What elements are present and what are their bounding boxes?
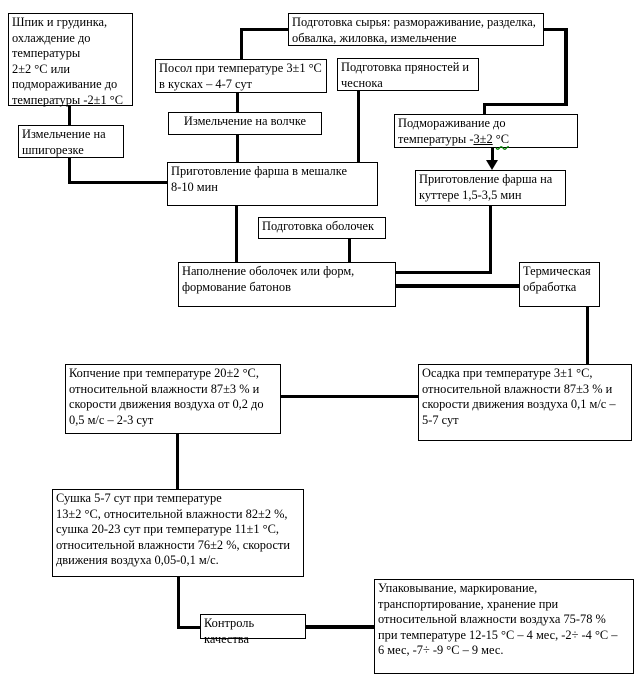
connector-filling-to-thermal xyxy=(396,284,519,288)
connector-settling-to-smoking xyxy=(281,395,418,398)
connector-cutter-down xyxy=(489,206,492,274)
connector-mixer-to-filling xyxy=(235,206,238,262)
node-fat-brisket: Шпик и грудинка, охлаждение до температу… xyxy=(8,13,133,107)
node-freezing: Подмораживание до температуры -3±2 °С xyxy=(394,114,578,148)
node-quality-control: Контроль качества xyxy=(200,614,306,646)
connector-salting-to-grinder xyxy=(236,93,239,112)
node-cutter-minced-meat: Приготовление фарша на куттере 1,5-3,5 м… xyxy=(415,170,566,206)
connector-cutter-to-filling xyxy=(396,271,492,274)
connector-grinder-to-mixer xyxy=(236,135,239,162)
connector-freezing-to-cutter xyxy=(491,148,494,162)
connector-smoking-to-drying xyxy=(176,434,179,489)
connector-rawprep-left xyxy=(240,28,288,31)
freezing-text: Подмораживание до температуры - xyxy=(398,116,506,146)
connector-rawprep-right xyxy=(544,28,568,31)
freezing-underlined-value: 3±2 xyxy=(473,131,493,146)
connector-to-freezing-stub xyxy=(483,103,486,114)
node-filling-forming: Наполнение оболочек или форм, формование… xyxy=(178,262,396,307)
node-casings-prep: Подготовка оболочек xyxy=(258,217,386,239)
connector-to-freezing-horizontal xyxy=(483,103,568,106)
node-packaging-storage: Упаковывание, маркирование, транспортиро… xyxy=(374,579,634,674)
node-grinder-grinding: Измельчение на волчке xyxy=(168,112,322,135)
arrow-down-head xyxy=(486,160,498,170)
connector-fat-to-fatcutter xyxy=(68,106,71,125)
connector-rawprep-to-salting xyxy=(240,28,243,59)
node-raw-material-prep: Подготовка сырья: размораживание, раздел… xyxy=(288,13,544,46)
node-mixer-minced-meat: Приготовление фарша в мешалке 8-10 мин xyxy=(167,162,378,206)
node-fat-cutter-grinding: Измельчение на шпигорезке xyxy=(18,125,124,158)
node-smoking: Копчение при температуре 20±2 °С, относи… xyxy=(65,364,281,434)
node-drying: Сушка 5-7 сут при температуре 13±2 °С, о… xyxy=(52,489,304,577)
connector-rawprep-right-down xyxy=(564,28,568,106)
connector-drying-down xyxy=(177,577,180,629)
connector-drying-to-quality xyxy=(177,626,200,629)
node-salting: Посол при температуре 3±1 °С в кусках – … xyxy=(155,59,327,93)
freezing-spellcheck-squiggle: °С xyxy=(495,131,509,146)
connector-thermal-to-settling xyxy=(586,307,589,364)
connector-quality-to-packaging xyxy=(306,625,374,629)
connector-fatcutter-down xyxy=(68,158,71,184)
connector-spices-to-mixer xyxy=(357,91,360,162)
node-spices-garlic-prep: Подготовка пряностей и чеснока xyxy=(337,58,479,91)
connector-casings-to-filling xyxy=(348,239,351,262)
node-settling: Осадка при температуре 3±1 °С, относител… xyxy=(418,364,632,441)
connector-fatcutter-to-mixer xyxy=(68,181,168,184)
node-thermal-treatment: Термическая обработка xyxy=(519,262,600,307)
